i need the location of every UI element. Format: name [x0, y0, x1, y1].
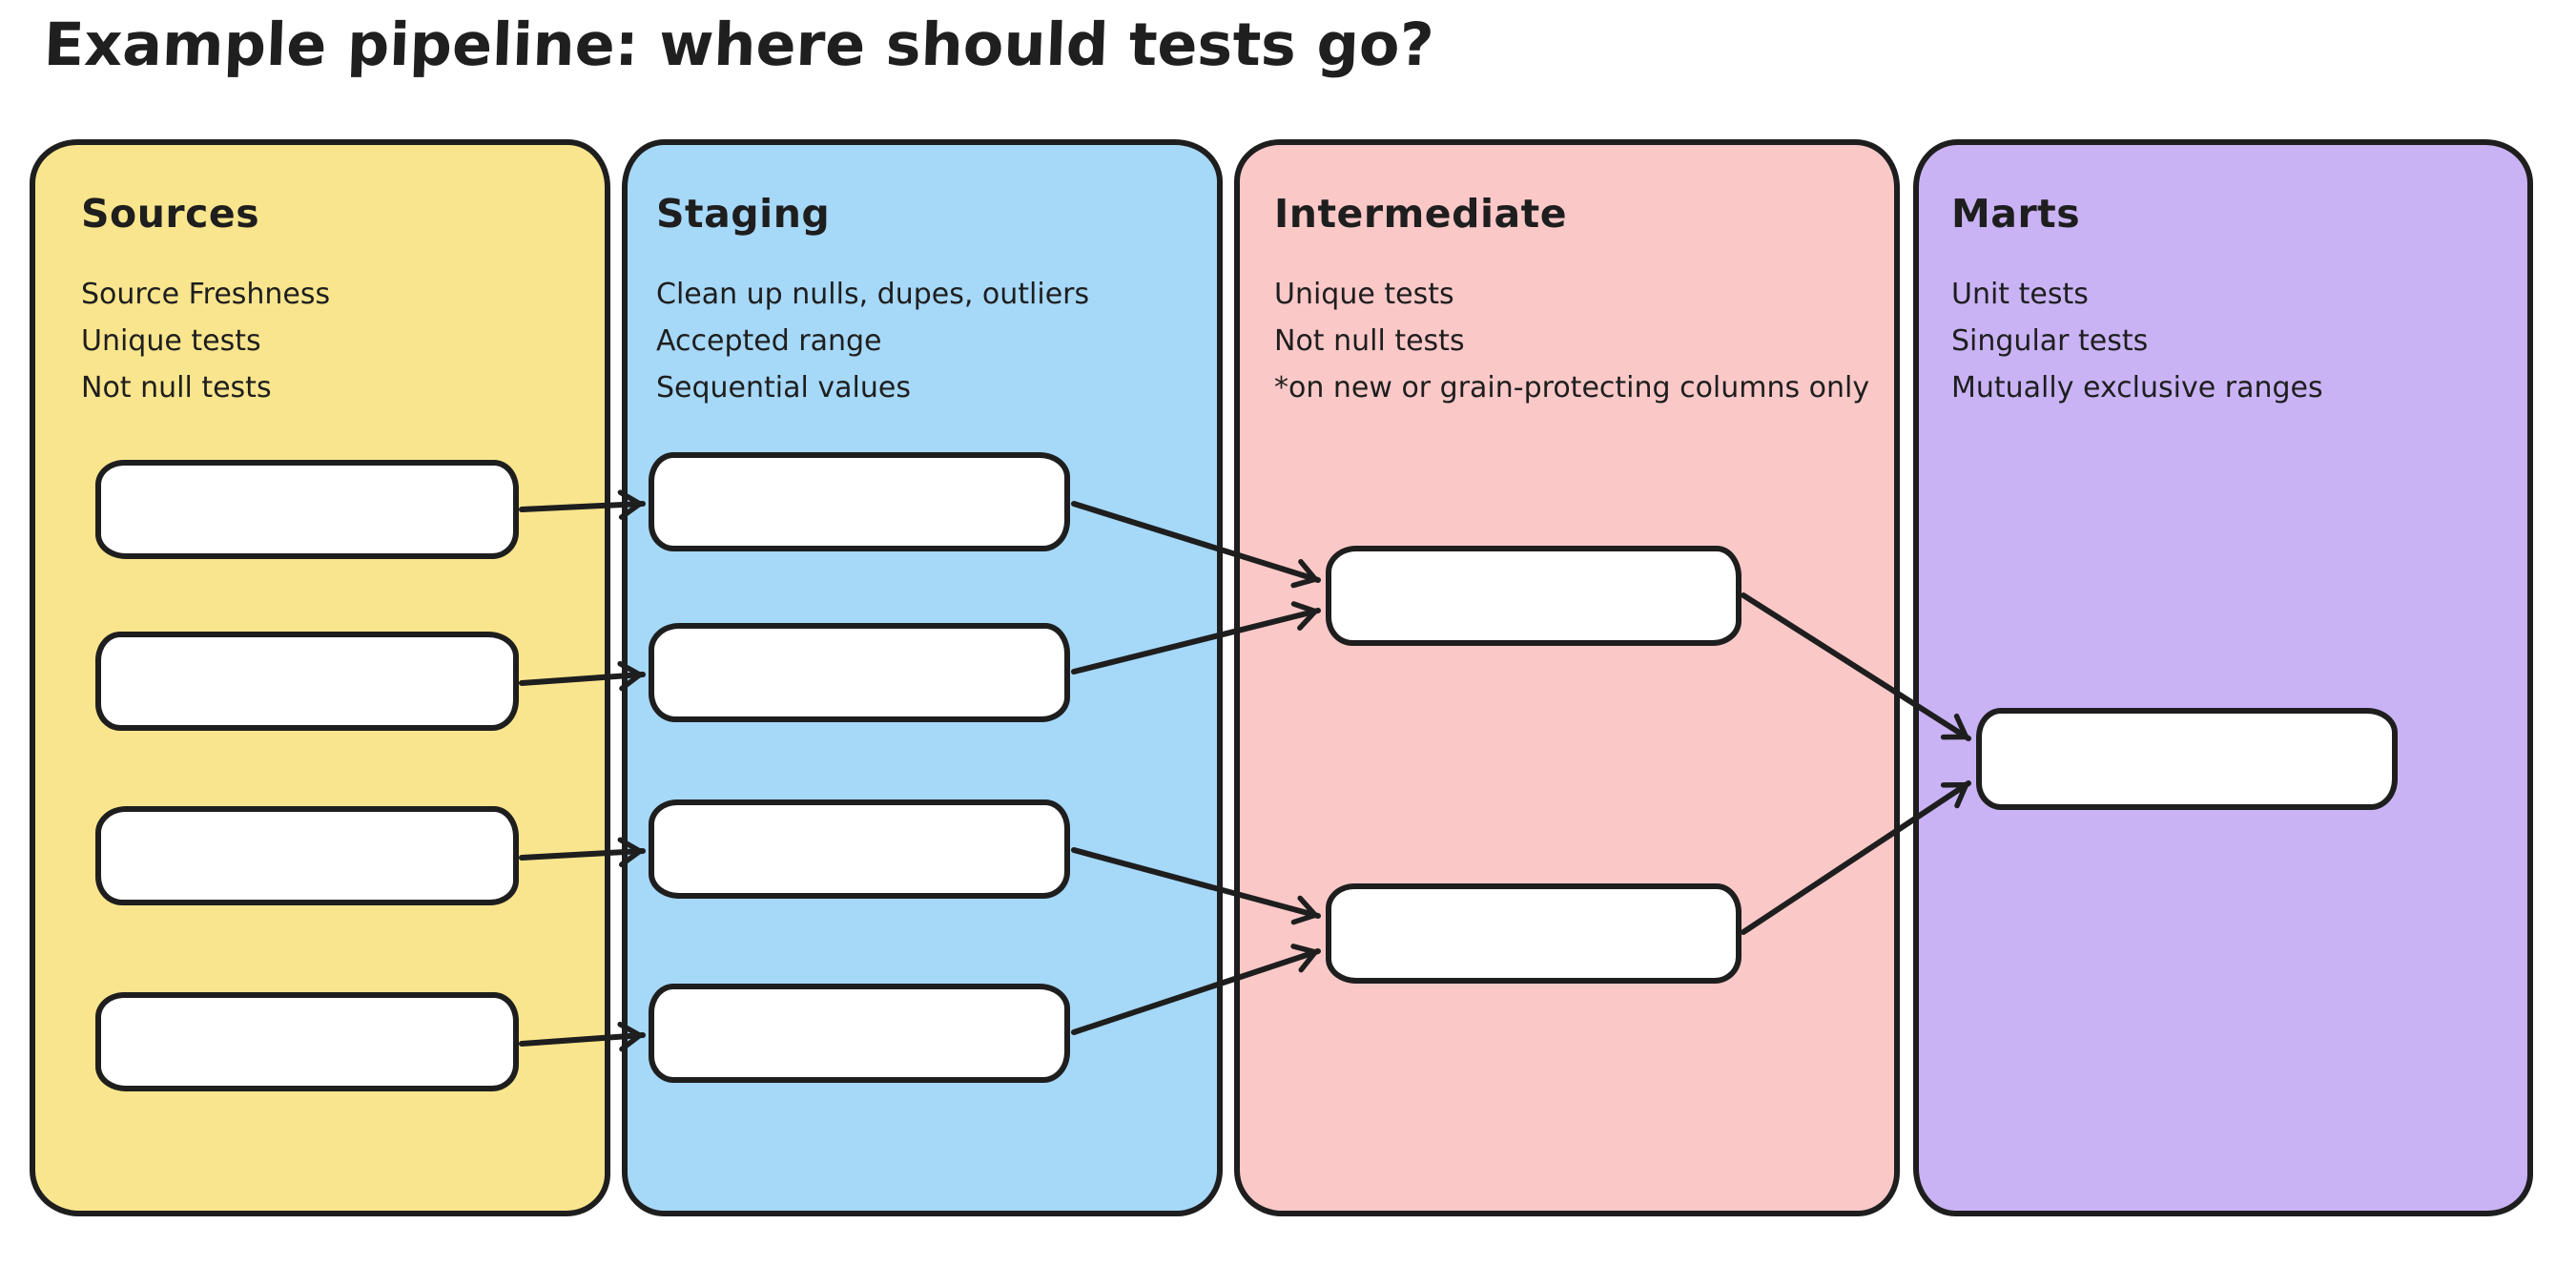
intermediate-node-1 — [1326, 546, 1741, 646]
source-node-3 — [95, 806, 519, 905]
column-intermediate-notes: Unique tests Not null tests *on new or g… — [1274, 271, 1869, 411]
staging-node-2 — [649, 623, 1070, 722]
marts-node-1 — [1976, 708, 2398, 810]
note-not-null-tests-sources: Not null tests — [81, 371, 272, 405]
column-staging-notes: Clean up nulls, dupes, outliers Accepted… — [656, 271, 1089, 411]
note-unit-tests: Unit tests — [1951, 278, 2089, 311]
note-singular-tests: Singular tests — [1951, 324, 2149, 358]
intermediate-node-2 — [1326, 883, 1741, 984]
column-sources-notes: Source Freshness Unique tests Not null t… — [81, 271, 330, 411]
note-clean-up: Clean up nulls, dupes, outliers — [656, 278, 1090, 311]
staging-node-4 — [649, 984, 1070, 1083]
note-mutually-exclusive: Mutually exclusive ranges — [1951, 371, 2323, 405]
column-marts: Marts Unit tests Singular tests Mutually… — [1913, 139, 2533, 1216]
note-unique-tests-intermediate: Unique tests — [1274, 278, 1454, 311]
staging-node-1 — [649, 452, 1070, 551]
note-unique-tests-sources: Unique tests — [81, 324, 261, 358]
note-accepted-range: Accepted range — [656, 324, 882, 358]
source-node-2 — [95, 632, 519, 731]
note-grain-protecting: *on new or grain-protecting columns only — [1274, 371, 1870, 405]
source-node-1 — [95, 460, 519, 559]
column-intermediate: Intermediate Unique tests Not null tests… — [1234, 139, 1900, 1216]
staging-node-3 — [649, 799, 1070, 899]
column-intermediate-title: Intermediate — [1274, 191, 1568, 237]
column-marts-notes: Unit tests Singular tests Mutually exclu… — [1951, 271, 2323, 411]
note-sequential-values: Sequential values — [656, 371, 911, 405]
diagram-title: Example pipeline: where should tests go? — [42, 10, 1435, 79]
source-node-4 — [95, 992, 519, 1091]
column-sources-title: Sources — [81, 191, 260, 237]
note-source-freshness: Source Freshness — [81, 278, 331, 311]
column-marts-title: Marts — [1951, 191, 2081, 237]
column-staging-title: Staging — [656, 191, 831, 237]
note-not-null-tests-intermediate: Not null tests — [1274, 324, 1465, 358]
